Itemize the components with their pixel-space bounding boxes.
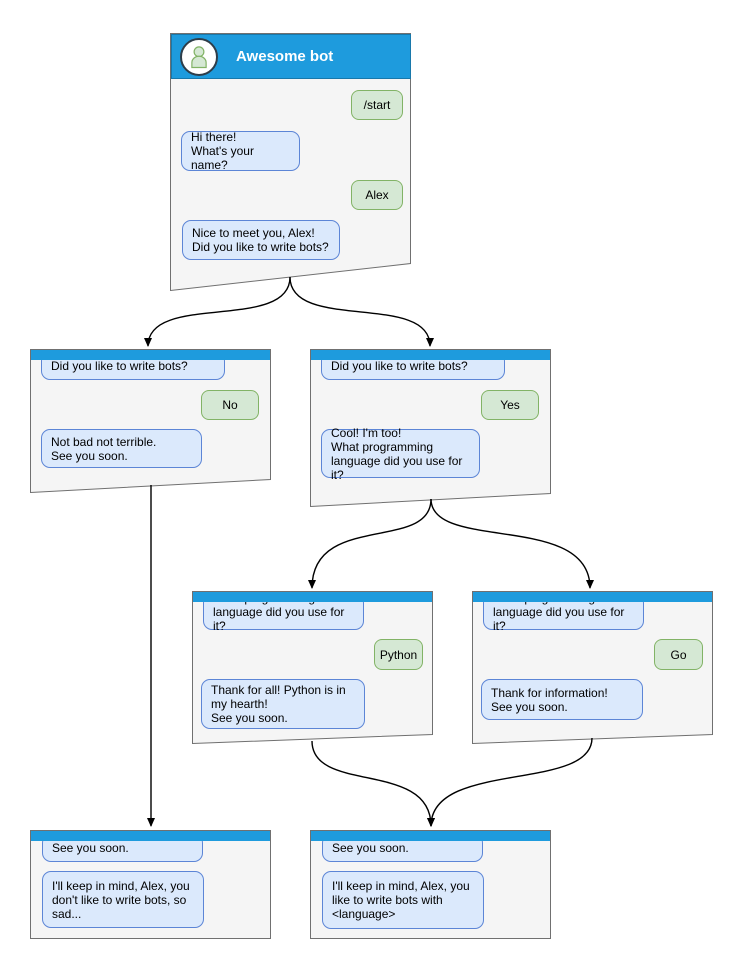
avatar — [180, 38, 218, 76]
bot-message-bubble: Cool! I'm too! What programming language… — [321, 426, 480, 482]
chat-window-start: Awesome bot /start Hi there! What's your… — [170, 33, 412, 291]
bot-message-bubble: Nice to meet you, Alex! Did you like to … — [182, 220, 340, 260]
chat-window-no: Did you like to write bots? No Not bad n… — [30, 349, 271, 493]
window-header — [473, 592, 712, 602]
window-header — [311, 831, 550, 841]
user-message-bubble: Go — [654, 639, 703, 670]
bot-message-bubble: Thank for all! Python is in my hearth! S… — [201, 679, 365, 729]
bot-message-bubble: Not bad not terrible. See you soon. — [41, 429, 202, 468]
window-header — [31, 831, 270, 841]
chat-window-yes: Did you like to write bots? Yes Cool! I'… — [310, 349, 551, 507]
user-message-bubble: Yes — [481, 390, 539, 420]
arrow-yes-to-go — [430, 498, 594, 589]
arrow-python-to-end — [311, 740, 435, 827]
bot-message-bubble: Hi there! What's your name? — [181, 130, 300, 172]
person-icon — [191, 46, 207, 69]
bot-message-bubble: I'll keep in mind, Alex, you like to wri… — [322, 871, 484, 929]
window-header — [311, 350, 550, 360]
bot-message-bubble: Thank for information! See you soon. — [481, 679, 643, 720]
chat-window-python: What programming language did you use fo… — [192, 591, 433, 744]
chat-window-end-no: See you soon. I'll keep in mind, Alex, y… — [30, 830, 271, 939]
user-message-bubble: No — [201, 390, 259, 420]
arrow-go-to-end — [427, 737, 593, 827]
user-message-bubble: Alex — [351, 180, 403, 210]
chat-window-end-yes: See you soon. I'll keep in mind, Alex, y… — [310, 830, 551, 939]
user-message-bubble: Python — [374, 639, 423, 670]
window-header — [31, 350, 270, 360]
window-header — [193, 592, 432, 602]
window-header: Awesome bot — [171, 34, 411, 79]
chat-window-go: What programming language did you use fo… — [472, 591, 713, 744]
window-title: Awesome bot — [236, 48, 334, 65]
arrow-yes-to-python — [308, 498, 432, 589]
bot-message-bubble: I'll keep in mind, Alex, you don't like … — [42, 871, 204, 928]
user-message-bubble: /start — [351, 90, 403, 120]
